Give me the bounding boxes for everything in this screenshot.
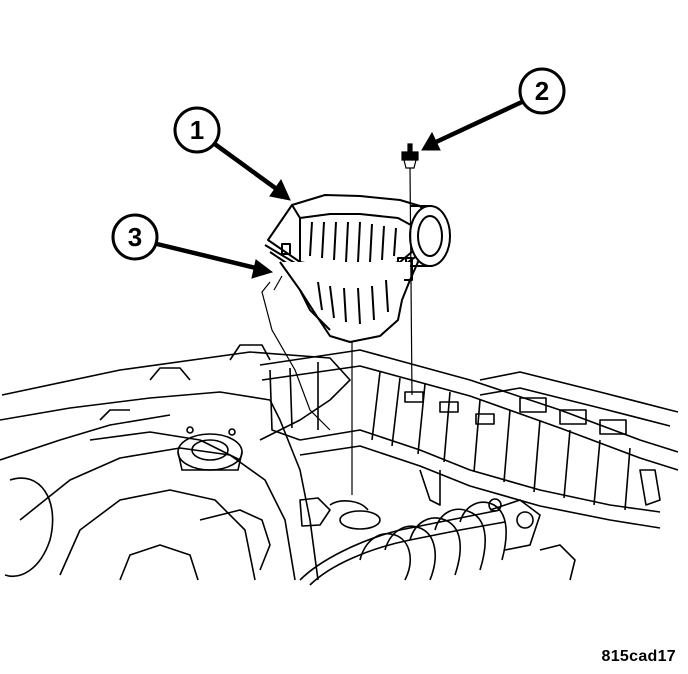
strut-tower (177, 426, 243, 471)
air-intake-hose (299, 498, 576, 586)
callout-3-label: 3 (128, 222, 142, 252)
callout-1-label: 1 (190, 115, 204, 145)
inner-fender-structure (0, 344, 351, 581)
callout-3: 3 (111, 213, 159, 261)
alignment-lines (261, 167, 413, 495)
callout-2-label: 2 (535, 76, 549, 106)
callout-1: 1 (173, 106, 221, 154)
radiator-support (259, 349, 679, 529)
figure-id: 815cad17 (601, 648, 676, 665)
mounting-bolt (401, 143, 419, 169)
callout-2: 2 (518, 67, 566, 115)
callout-arrows (156, 98, 525, 279)
air-cleaner-housing (264, 194, 451, 343)
